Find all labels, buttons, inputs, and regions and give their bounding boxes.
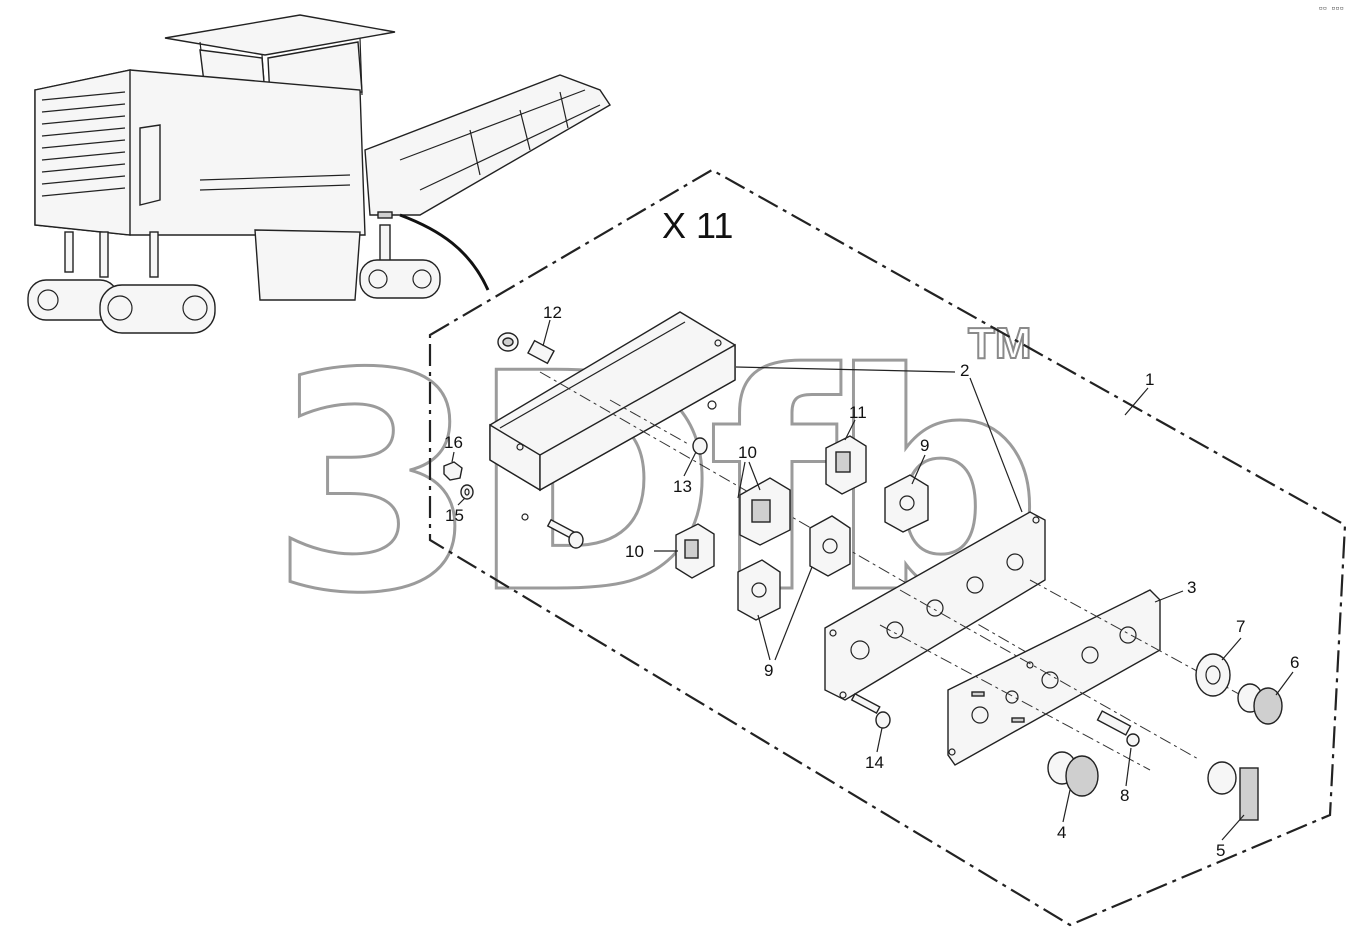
callout-9-bottom: 9 xyxy=(764,661,773,680)
part-6-pushbutton xyxy=(1237,683,1283,725)
callout-10-lower: 10 xyxy=(625,542,644,561)
mounting-plate xyxy=(824,511,1046,701)
contact-block-9-top xyxy=(884,474,929,533)
part-15-washer xyxy=(460,484,474,500)
front-plate xyxy=(879,579,1251,771)
enclosure-box xyxy=(489,311,1041,661)
callout-8: 8 xyxy=(1120,786,1129,805)
contact-block-10-upper xyxy=(739,477,791,546)
callout-10-upper: 10 xyxy=(738,443,757,462)
part-8-indicator xyxy=(1096,710,1140,747)
part-13-nut xyxy=(692,437,708,455)
assembly-label: X 11 xyxy=(662,205,733,246)
callout-4: 4 xyxy=(1057,823,1066,842)
part-12-gland xyxy=(497,332,555,365)
corner-mark: ▫▫ ▫▫▫ xyxy=(1318,4,1344,12)
callout-13: 13 xyxy=(673,477,692,496)
assembly-boundary xyxy=(428,168,1347,927)
part-14-screw xyxy=(850,692,891,729)
callout-14: 14 xyxy=(865,753,884,772)
callout-3: 3 xyxy=(1187,578,1196,597)
callout-16: 16 xyxy=(444,433,463,452)
callout-1: 1 xyxy=(1145,370,1154,389)
part-7-label-ring xyxy=(1195,653,1231,697)
callout-5: 5 xyxy=(1216,841,1225,860)
leader-lines xyxy=(451,319,1294,841)
part-16-nut xyxy=(443,461,463,481)
callout-12: 12 xyxy=(543,303,562,322)
milling-machine-illustration xyxy=(27,14,611,334)
callout-6: 6 xyxy=(1290,653,1299,672)
contact-block-11 xyxy=(825,435,867,495)
watermark-trademark: TM xyxy=(968,319,1032,368)
screw-box xyxy=(546,518,584,549)
callout-7: 7 xyxy=(1236,617,1245,636)
contact-block-10-lower xyxy=(675,523,715,579)
callout-9-top: 9 xyxy=(920,436,929,455)
contact-block-9-low xyxy=(737,559,781,621)
part-4-pushbutton xyxy=(1047,751,1099,797)
callout-2: 2 xyxy=(960,361,969,380)
part-5-selector-switch xyxy=(1207,761,1259,821)
contact-block-9-mid xyxy=(809,515,851,577)
callout-15: 15 xyxy=(445,506,464,525)
callout-11: 11 xyxy=(849,403,867,422)
callouts: 1 2 3 4 5 6 7 8 9 9 10 10 11 12 13 14 15… xyxy=(444,303,1299,860)
